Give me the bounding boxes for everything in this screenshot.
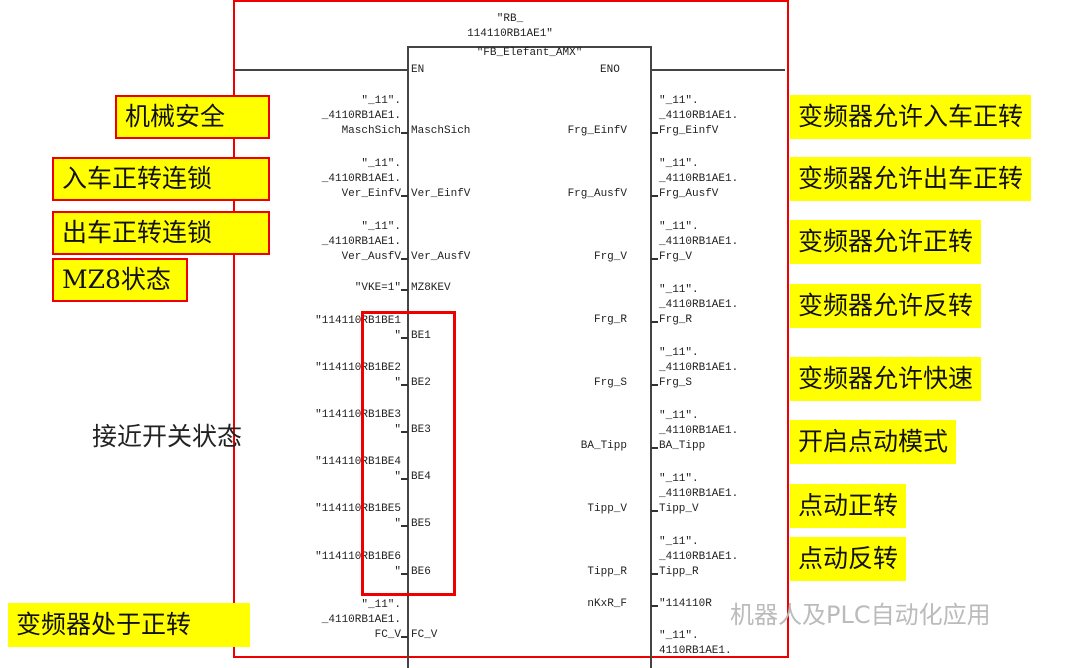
input-wire [401,525,408,527]
output-wire [651,573,658,575]
output-wire [651,258,658,260]
output-pin: BA_Tipp [580,440,627,452]
instance-db-name: "RB_ 114110RB1AE1" [467,13,553,40]
label-vfd-allow-reverse: 变频器允许反转 [790,284,982,328]
output-operand[interactable]: "_11". _4110RB1AE1. Frg_V [659,221,739,263]
input-pin: Ver_AusfV [411,251,471,263]
input-pin: MZ8KEV [411,282,451,294]
output-wire [651,384,658,386]
label-jog-forward: 点动正转 [790,484,907,528]
output-operand[interactable]: "_11". _4110RB1AE1. Tipp_R [659,536,739,578]
input-pin: Ver_EinfV [411,188,471,200]
input-wire [401,636,408,638]
input-wire [401,132,408,134]
label-out-forward-interlock: 出车正转连锁 [52,211,270,255]
output-wire [651,510,658,512]
input-pin: BE5 [411,518,431,530]
input-pin: MaschSich [411,125,471,137]
output-operand[interactable]: "114110R [659,598,712,610]
network-frame [233,0,789,658]
output-operand[interactable]: "_11". _4110RB1AE1. Frg_S [659,347,739,389]
input-wire [401,337,408,339]
output-wire [651,605,658,607]
input-operand[interactable]: "_11". _4110RB1AE1. MaschSich [321,95,401,137]
watermark: 机器人及PLC自动化应用 [730,601,991,629]
label-machine-safety: 机械安全 [115,95,270,139]
input-operand[interactable]: "_11". _4110RB1AE1. Ver_AusfV [321,221,401,263]
input-pin: BE6 [411,566,431,578]
output-pin: Frg_EinfV [567,125,627,137]
output-wire [651,321,658,323]
output-operand[interactable]: "_11". 4110RB1AE1. [659,630,732,657]
label-mz8-status: MZ8状态 [52,258,188,302]
power-rail-left [235,69,408,71]
label-vfd-allow-in-forward: 变频器允许入车正转 [790,95,1032,139]
input-wire [401,195,408,197]
input-pin: BE2 [411,377,431,389]
input-operand[interactable]: "114110RB1BE3 " [315,409,401,436]
output-pin: Frg_V [593,251,627,263]
input-wire [401,478,408,480]
label-jog-reverse: 点动反转 [790,537,907,581]
output-wire [651,447,658,449]
input-operand[interactable]: "114110RB1BE5 " [315,503,401,530]
input-pin: FC_V [411,629,438,641]
output-pin: Tipp_V [587,503,627,515]
fb-type-name: "FB_Elefant_AMX" [476,47,583,59]
input-operand[interactable]: "_11". _4110RB1AE1. FC_V [321,599,401,641]
output-operand[interactable]: "_11". _4110RB1AE1. Frg_R [659,284,739,326]
function-block[interactable] [407,46,652,668]
input-pin: BE1 [411,330,431,342]
input-pin: BE4 [411,471,431,483]
input-wire [401,573,408,575]
input-wire [401,384,408,386]
input-pin: BE3 [411,424,431,436]
input-operand[interactable]: "114110RB1BE4 " [315,456,401,483]
output-pin: Tipp_R [587,566,627,578]
output-operand[interactable]: "_11". _4110RB1AE1. Frg_EinfV [659,95,739,137]
output-operand[interactable]: "_11". _4110RB1AE1. Frg_AusfV [659,158,739,200]
output-wire [651,195,658,197]
label-vfd-forward: 变频器处于正转 [8,603,250,647]
input-wire [401,289,408,291]
input-operand[interactable]: "114110RB1BE6 " [315,551,401,578]
output-wire [651,132,658,134]
input-wire [401,258,408,260]
input-operand[interactable]: "114110RB1BE2 " [315,362,401,389]
input-wire [401,431,408,433]
input-operand[interactable]: "VKE=1" [354,282,401,294]
label-vfd-allow-fast: 变频器允许快速 [790,357,982,401]
output-pin: Frg_R [593,314,627,326]
label-jog-mode: 开启点动模式 [790,420,957,464]
input-operand[interactable]: "_11". _4110RB1AE1. Ver_EinfV [321,158,401,200]
output-pin: nKxR_F [587,598,627,610]
eno-pin: ENO [600,64,620,76]
output-operand[interactable]: "_11". _4110RB1AE1. BA_Tipp [659,410,739,452]
label-proximity-status: 接近开关状态 [92,422,243,451]
input-operand[interactable]: "114110RB1BE1 " [315,315,401,342]
proximity-switch-highlight [361,311,456,596]
label-in-forward-interlock: 入车正转连锁 [52,157,270,201]
output-pin: Frg_S [593,377,627,389]
label-vfd-allow-out-forward: 变频器允许出车正转 [790,157,1032,201]
output-pin: Frg_AusfV [567,188,627,200]
en-pin: EN [411,64,425,76]
label-vfd-allow-forward: 变频器允许正转 [790,220,982,264]
output-operand[interactable]: "_11". _4110RB1AE1. Tipp_V [659,473,739,515]
power-rail-right [650,69,785,71]
